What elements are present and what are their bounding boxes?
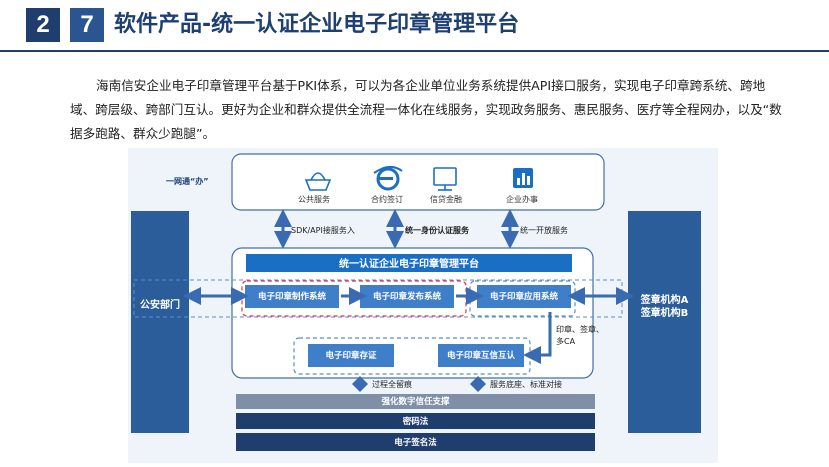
connector-label-sdk: SDK/API接服务入 [291,226,355,235]
side-note-line-1: 印章、签章、 [556,325,604,334]
seal-making-system-box [245,285,339,308]
browser-e-icon [373,166,403,191]
cryptography-law-layer [236,413,595,429]
seal-mutual-recognition-box [438,344,524,367]
public-security-label: 公安部门 [140,300,180,311]
seal-making-system-label: 电子印章制作系统 [257,292,326,302]
seal-publishing-system-box [360,285,454,308]
seal-mutual-recognition-label: 电子印章互信互认 [446,351,515,361]
connector-label-open: 统一开放服务 [520,226,568,235]
slide-header: 2 7 软件产品-统一认证企业电子印章管理平台 [0,0,829,62]
seal-application-system-box [477,285,571,308]
service-label-contract: 合约签订 [371,195,403,204]
portal-label: 一网通“办” [166,177,209,186]
monitor-icon [433,167,457,191]
seal-evidence-box [308,344,394,367]
service-label-enterprise: 企业办事 [506,195,538,204]
base-note: 服务底座、标准对接 [490,380,562,389]
platform-title-bar [246,254,572,272]
section-number-first-digit: 2 [26,8,60,42]
public-security-block [131,211,189,433]
service-label-public: 公共服务 [298,195,330,204]
trust-support-layer [236,394,595,409]
service-portal-box [231,153,605,211]
slide-title: 软件产品-统一认证企业电子印章管理平台 [114,12,520,37]
platform-title: 统一认证企业电子印章管理平台 [339,259,479,270]
section-number-second-digit: 7 [70,8,104,42]
diagram-canvas [131,153,701,451]
e-signature-law-label: 电子签名法 [394,438,437,448]
apply-to-trust-elbow-arrow [523,312,552,364]
seal-evidence-label: 电子印章存证 [325,351,377,361]
seal-application-system-label: 电子印章应用系统 [489,292,558,302]
signature-agency-a-label: 签章机构A [640,295,689,306]
header-divider [0,50,829,52]
intro-paragraph: 海南信安企业电子印章管理平台基于PKI体系，可以为各企业单位业务系统提供API接… [70,78,782,141]
trace-diamond-arrow [352,376,368,392]
seal-publishing-system-label: 电子印章发布系统 [372,292,441,302]
trust-support-label: 强化数字信任支撑 [381,397,450,407]
base-diamond-arrow [470,376,486,392]
connector-label-identity: 统一身份认证服务 [405,226,469,235]
service-label-finance: 信贷金融 [430,195,462,204]
basket-icon [304,172,332,191]
cryptography-law-label: 密码法 [402,417,429,427]
signature-agency-b-label: 签章机构B [640,308,689,319]
side-note-line-2: 多CA [556,337,576,346]
e-signature-law-layer [236,433,595,451]
chart-book-icon [513,168,533,188]
architecture-diagram: 一网通“办” 公共服务 合约签订 信贷金融 企业办事 SDK/API接服务入 统… [128,148,718,463]
trace-note: 过程全留痕 [372,380,412,389]
signature-agency-block [628,211,701,433]
